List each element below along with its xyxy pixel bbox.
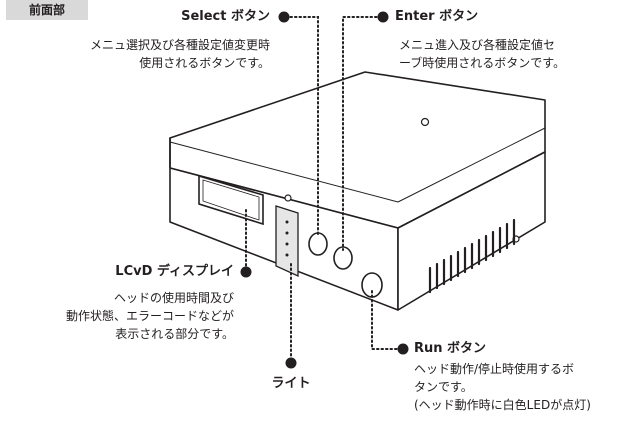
select-desc-line2: 使用されるボタンです。	[139, 56, 270, 70]
enter-desc-line1: メニュ進入及び各種設定値セ	[399, 38, 556, 52]
light-title: ライト	[271, 376, 311, 391]
lcd-desc-line1: ヘッドの使用時間及び	[113, 291, 234, 305]
enter-leader	[342, 16, 382, 251]
select-dot	[278, 11, 290, 23]
run-desc-line2: タンです。	[414, 380, 473, 394]
enter-title: Enter ボタン	[395, 9, 479, 24]
lcd-dot	[240, 266, 252, 278]
screw-front-icon	[284, 194, 292, 202]
vent-slots	[428, 218, 516, 294]
run-desc-line1: ヘッド動作/停止時使用するボ	[414, 362, 575, 376]
lcd-desc-line3: 表示される部分です。	[115, 327, 234, 341]
select-leader	[285, 16, 319, 237]
lcd-display	[198, 174, 264, 226]
run-dot	[397, 343, 409, 355]
device-right-face	[397, 151, 546, 311]
select-title: Select ボタン	[181, 9, 270, 24]
enter-dot	[377, 11, 389, 23]
light-dot	[285, 357, 297, 369]
enter-desc-line2: ーブ時使用されるボタンです。	[399, 56, 566, 70]
select-button[interactable]	[308, 232, 328, 256]
lcd-title: LCvD ディスプレイ	[115, 264, 234, 279]
select-desc-line1: メニュ選択及び各種設定値変更時	[89, 38, 270, 52]
section-label: 前面部	[6, 0, 88, 20]
run-desc-line3: (ヘッド動作時に白色LEDが点灯)	[414, 398, 591, 412]
screw-top-icon	[420, 117, 430, 127]
lcd-desc-line2: 動作状態、エラーコードなどが	[65, 309, 234, 323]
light-panel	[275, 205, 299, 278]
run-title: Run ボタン	[414, 341, 487, 356]
run-leader	[371, 289, 402, 350]
